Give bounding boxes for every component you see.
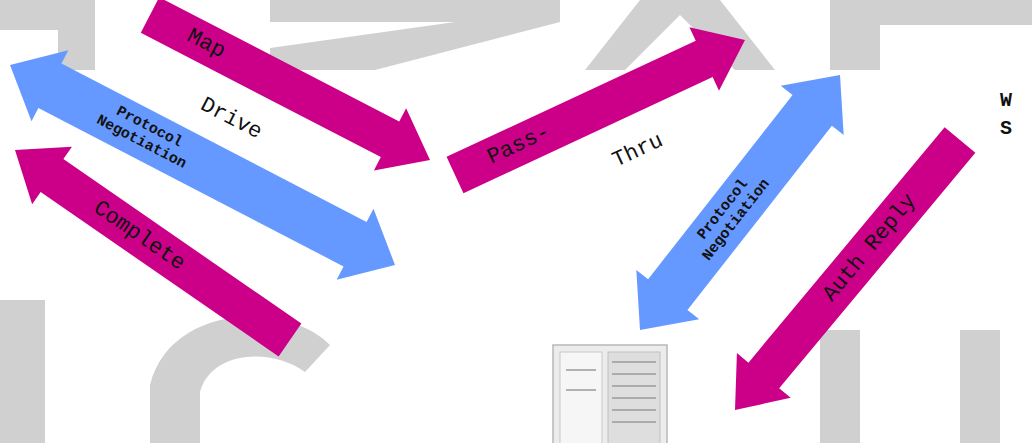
arrow-label: Map [183, 24, 230, 65]
arrow-label: Protocol Negotiation [686, 166, 774, 265]
arrow-label: Pass- [484, 120, 555, 171]
side-text: W [1000, 89, 1012, 112]
arrow-label: Complete [88, 195, 189, 276]
arrow-label: Auth Reply [818, 189, 922, 307]
side-text: S [1000, 117, 1012, 140]
watermark-shape [830, 0, 1032, 70]
server-icon [553, 345, 667, 443]
server-bays [608, 352, 660, 443]
block-arrow [708, 118, 987, 433]
server-slots [566, 362, 656, 422]
arrow-label: Drive [196, 93, 266, 146]
arrow-layer [0, 0, 987, 432]
watermark-shape [0, 300, 45, 443]
server-panel [560, 352, 602, 443]
watermark-shape [150, 317, 330, 443]
arrow-label: Thru [608, 128, 667, 173]
server-case [553, 345, 667, 443]
block-arrow [440, 8, 760, 206]
arrow-label: Protocol Negotiation [93, 97, 197, 173]
watermark-shape [270, 0, 560, 70]
watermark-shape [820, 330, 1000, 443]
